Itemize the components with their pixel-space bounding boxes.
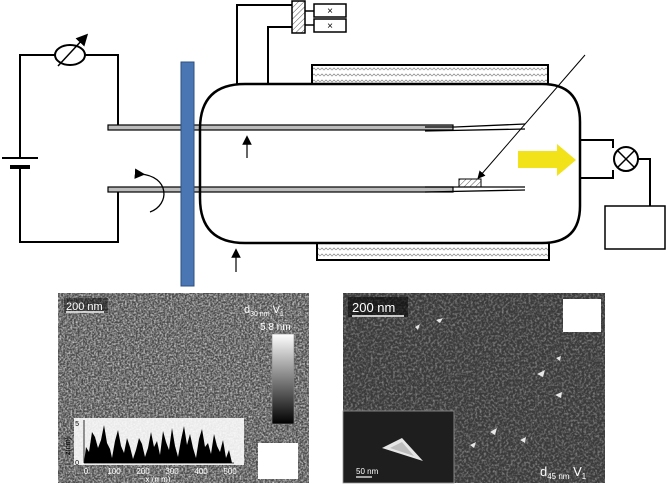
svg-text:×: ×	[327, 21, 333, 32]
pump-line	[638, 159, 650, 206]
heater-top	[312, 65, 548, 84]
profile-xtick: 500	[223, 467, 237, 476]
afm-mask-box	[258, 443, 298, 479]
electrical-circuit	[20, 55, 118, 242]
profile-xtick: 400	[194, 467, 208, 476]
profile-ytick-0: 0	[75, 460, 79, 467]
profile-xtick: 100	[107, 467, 121, 476]
sem-mask-box	[563, 299, 601, 332]
upper-electrode	[108, 124, 525, 131]
afm-scale-bar-label: 200 nm	[66, 301, 103, 313]
exhaust-line	[580, 140, 613, 178]
pump-valve	[614, 147, 638, 171]
afm-scale-bar: 200 nm	[64, 298, 108, 313]
profile-xtick: 0	[84, 467, 89, 476]
sample-substrate	[459, 179, 481, 187]
flow-direction-arrow	[518, 144, 576, 176]
svg-text:×: ×	[327, 6, 333, 17]
sem-scale-bar-label: 200 nm	[352, 300, 395, 315]
profile-ylabel: z(nm)	[65, 437, 72, 455]
rotation-arrow-icon	[140, 174, 164, 212]
sem-inset-scale-label: 50 nm	[356, 467, 379, 476]
afm-image-panel: 200 nm d30 nm V1 5.8 nm 5 0 z(nm) 0 100 …	[58, 293, 309, 484]
sem-scale-bar: 200 nm	[348, 297, 408, 317]
height-profile-inset: 5 0 z(nm)	[65, 418, 244, 467]
gas-valves: × ×	[292, 1, 346, 33]
sem-inset-image: 50 nm	[343, 411, 454, 483]
gas-inlet-lines	[237, 5, 292, 84]
profile-ytick-5: 5	[75, 421, 79, 428]
vacuum-pump	[605, 206, 665, 249]
meter-symbol	[55, 38, 85, 66]
battery-symbol	[2, 158, 38, 176]
lower-electrode	[108, 187, 525, 192]
sem-image-panel: 200 nm 50 nm d45 nm V1	[343, 293, 605, 483]
profile-xlabel: x (n m)	[146, 475, 171, 484]
electrode-plate	[181, 62, 194, 286]
afm-colorbar-max: 5.8 nm	[260, 322, 291, 333]
heater-bottom	[317, 243, 549, 260]
afm-colorbar	[272, 334, 294, 424]
